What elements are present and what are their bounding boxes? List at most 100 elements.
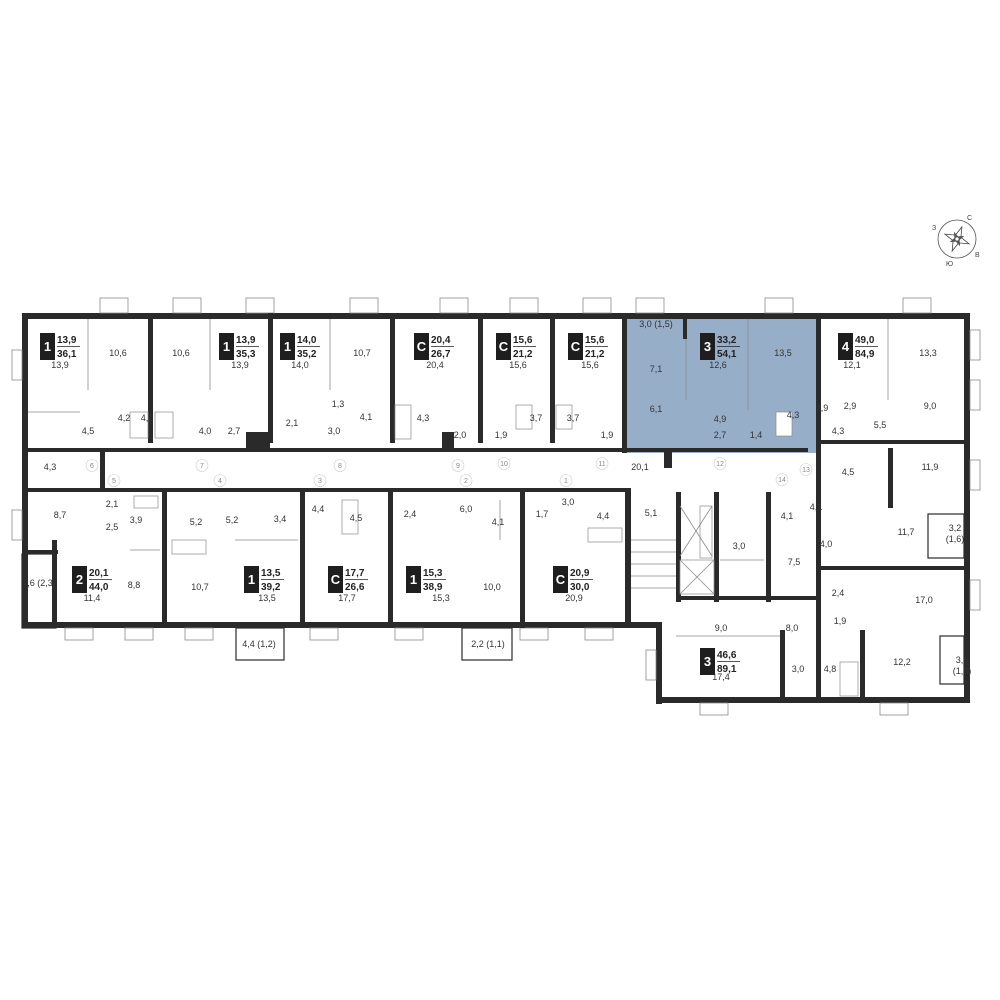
room-area-label: 12,6 — [709, 360, 727, 370]
apartment-type: С — [331, 572, 341, 587]
apartment-type: С — [499, 339, 509, 354]
room-area-label: 2,9 — [844, 401, 857, 411]
door-number: 2 — [464, 478, 468, 485]
room-area-label: 11,7 — [898, 527, 915, 537]
apartment-type-box — [838, 333, 853, 360]
room-area-label: 5,1 — [645, 508, 658, 518]
room-area-label: 20,4 — [426, 360, 444, 370]
door-number: 1 — [564, 478, 568, 485]
room-area-label: 13,9 — [231, 360, 249, 370]
room-area-label: 3,9 — [130, 515, 143, 525]
room-area-label: 17,0 — [915, 595, 933, 605]
living-area: 13,5 — [261, 568, 281, 579]
room-area-label: 20,1 — [631, 462, 649, 472]
living-area: 46,6 — [717, 650, 737, 661]
room-area-label: 4,1 — [781, 511, 794, 521]
room-area-label: 1,9 — [834, 616, 847, 626]
room-area-label: 4,3 — [44, 462, 57, 472]
total-area: 89,1 — [717, 664, 737, 675]
room-area-label: 15,6 — [581, 360, 599, 370]
apartment-type: 2 — [76, 572, 83, 587]
room-area-label: 4,0 — [820, 539, 833, 549]
room-area-label: 4,9 — [714, 414, 727, 424]
apartment-type-box — [568, 333, 583, 360]
room-area-label: 4,3 — [417, 413, 430, 423]
apartment-type: 1 — [284, 339, 291, 354]
fixtures — [129, 404, 859, 697]
side-windows — [11, 329, 981, 681]
total-area: 54,1 — [717, 349, 737, 360]
room-area-label: 3,0 (1,5) — [639, 319, 673, 329]
living-area: 20,1 — [89, 568, 109, 579]
living-area: 33,2 — [717, 335, 737, 346]
apartment-type-box — [219, 333, 234, 360]
room-area-label: 3,7 — [530, 413, 543, 423]
apartment-type: 1 — [248, 572, 255, 587]
room-area-label: 20,9 — [565, 593, 583, 603]
room-area-label: 1,7 — [536, 509, 549, 519]
apartment-type-box — [40, 333, 55, 360]
room-area-label: 5,2 — [226, 515, 239, 525]
door-swing-icon — [333, 459, 347, 472]
apartment-type-box — [553, 566, 568, 593]
compass-east: В — [975, 252, 980, 259]
room-area-label: 4,2 — [118, 413, 131, 423]
compass-icon: С З В Ю — [932, 215, 980, 268]
door-swing-icon — [213, 474, 227, 487]
room-area-label: 1,9 — [495, 430, 508, 440]
apartment-type-box — [496, 333, 511, 360]
door-swing-icon — [713, 457, 727, 470]
apartment-type-box — [700, 648, 715, 675]
room-area-label: 7,1 — [650, 364, 663, 374]
room-area-label: 14,0 — [291, 360, 309, 370]
door-swing-icon — [559, 474, 573, 487]
apartment-type: 1 — [223, 339, 230, 354]
room-area-label: 3,0 — [562, 497, 575, 507]
door-swing-icon — [459, 474, 473, 487]
room-area-label: 2,1 — [106, 499, 119, 509]
room-area-label: 2,7 — [714, 430, 727, 440]
room-area-label: 2,9 — [816, 403, 829, 413]
room-area-label: 13,3 — [919, 348, 937, 358]
living-area: 17,7 — [345, 568, 365, 579]
partitions — [28, 319, 889, 637]
room-area-label: 4,1 — [492, 517, 505, 527]
room-area-label: 4,4 — [312, 504, 325, 514]
apartment-type-box — [328, 566, 343, 593]
living-area: 49,0 — [855, 335, 875, 346]
room-area-label: 11,4 — [84, 593, 101, 603]
living-area: 20,4 — [431, 335, 451, 346]
apartment-type-box — [244, 566, 259, 593]
room-area-label: 4,5 — [82, 426, 95, 436]
room-area-label: 3,0 — [733, 541, 746, 551]
room-area-label: 1,4 — [750, 430, 763, 440]
door-number: 4 — [218, 478, 222, 485]
room-area-label: 3,2(1,6) — [946, 523, 965, 544]
room-area-label: 4,3 — [787, 410, 800, 420]
door-number: 13 — [802, 467, 810, 474]
living-area: 13,9 — [57, 335, 77, 346]
door-number: 6 — [90, 463, 94, 470]
room-area-label: 10,7 — [353, 348, 371, 358]
room-area-label: 4,4 — [597, 511, 610, 521]
total-area: 30,0 — [570, 582, 590, 593]
total-area: 39,2 — [261, 582, 281, 593]
apartment-type: 1 — [410, 572, 417, 587]
room-area-label: 11,9 — [922, 462, 939, 472]
room-area-label: 3,0 — [328, 426, 341, 436]
total-area: 21,2 — [585, 349, 605, 360]
apartment-type: С — [417, 339, 427, 354]
door-swing-icon — [85, 459, 99, 472]
room-area-label: 9,0 — [715, 623, 728, 633]
room-area-label: 15,3 — [432, 593, 450, 603]
interior-walls — [28, 313, 970, 703]
